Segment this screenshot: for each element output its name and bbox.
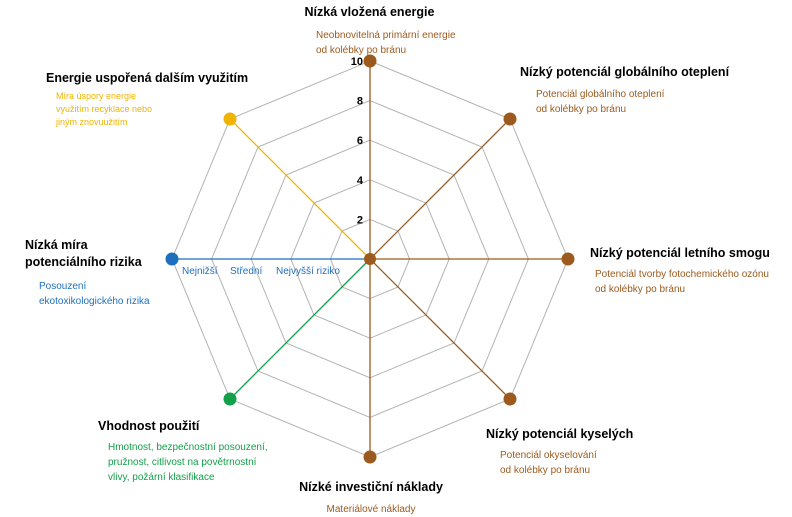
axis-description: Potenciál globálního oteplení od kolébky…	[536, 87, 729, 117]
axis-title: Nízký potenciál kyselých	[486, 427, 634, 441]
axis-description: Potenciál tvorby fotochemického ozónu od…	[595, 267, 770, 297]
axis-label-embodied-energy: Nízká vložená energie	[282, 4, 457, 21]
axis-description-line: od kolébky po bránu	[500, 465, 591, 476]
axis-marker	[363, 54, 377, 68]
axis-description-line: Neobnovitelná primární energie	[316, 30, 456, 41]
axis-description-line: od kolébky po bránu	[536, 104, 627, 115]
axis-label-energy-saved: Energie uspořená dalším využitím Míra ús…	[46, 70, 248, 129]
axis-marker	[363, 450, 377, 464]
axis-description: Posouzení ekotoxikologického rizika	[39, 279, 150, 309]
axis-description-line: Potenciál okyselování	[500, 450, 597, 461]
tick-label: 8	[357, 96, 363, 108]
axis-description-embodied-energy: Neobnovitelná primární energie od kolébk…	[316, 28, 496, 58]
axis-title: Energie uspořená dalším využitím	[46, 71, 249, 85]
axis-description-line: pružnost, citlivost na povětrnostní	[108, 457, 257, 468]
axis-label-investment-costs: Nízké investiční náklady Materiálové nák…	[286, 479, 456, 517]
spoke-line	[369, 258, 511, 400]
axis-description-line: jiným znovuužitím	[56, 117, 128, 127]
axis-description-line: Potenciál tvorby fotochemického ozónu	[595, 269, 769, 280]
axis-description-line: Materiálové náklady	[326, 504, 416, 515]
axis-description: Míra úspory energie využitím recyklace n…	[56, 90, 248, 129]
axis-description-line: využitím recyklace nebo	[56, 104, 153, 114]
axis-label-applicability: Vhodnost použití Hmotnost, bezpečnostní …	[98, 418, 268, 485]
axis-description-line: Posouzení	[39, 281, 87, 292]
radar-tick-labels: 2 4 6 8 10	[351, 56, 364, 226]
risk-scale-low: Nejnižší	[182, 266, 218, 277]
axis-title: Nízké investiční náklady	[299, 480, 443, 494]
axis-marker	[561, 252, 575, 266]
axis-description-line: vlivy, požární klasifikace	[108, 472, 215, 483]
axis-title-line: Nízká míra	[25, 238, 88, 252]
axis-label-potential-risk: Nízká míra potenciálního rizika Posouzen…	[25, 237, 150, 309]
radar-spokes	[172, 61, 568, 457]
axis-title: Nízký potenciál globálního oteplení	[520, 65, 730, 79]
axis-label-global-warming: Nízký potenciál globálního oteplení Pote…	[520, 64, 729, 117]
axis-marker	[223, 392, 237, 406]
spoke-line	[369, 118, 511, 260]
axis-description-line: Míra úspory energie	[56, 91, 137, 101]
spoke-line	[229, 118, 371, 260]
axis-description-line: od kolébky po bránu	[316, 45, 407, 56]
tick-label: 2	[357, 214, 363, 226]
axis-marker	[503, 392, 517, 406]
axis-marker	[165, 252, 179, 266]
radar-markers	[165, 54, 575, 464]
tick-label: 4	[357, 175, 364, 187]
axis-marker	[223, 112, 237, 126]
axis-title: Nízká vložená energie	[304, 5, 435, 19]
axis-description-line: Potenciál globálního oteplení	[536, 89, 665, 100]
risk-scale-high: Nejvyšší riziko	[276, 266, 340, 277]
axis-label-acidification: Nízký potenciál kyselých Potenciál okyse…	[486, 426, 633, 478]
axis-description: Potenciál okyselování od kolébky po brán…	[500, 448, 633, 478]
tick-label: 10	[351, 56, 363, 68]
center-marker	[364, 253, 376, 265]
axis-title: Nízký potenciál letního smogu	[590, 246, 770, 260]
axis-label-summer-smog: Nízký potenciál letního smogu Potenciál …	[590, 245, 770, 297]
tick-label: 6	[357, 135, 363, 147]
axis-description-line: od kolébky po bránu	[595, 284, 686, 295]
axis-description-line: Hmotnost, bezpečnostní posouzení,	[108, 442, 268, 453]
axis-marker	[503, 112, 517, 126]
risk-scale-medium: Střední	[230, 266, 263, 277]
spoke-line	[229, 258, 371, 400]
axis-description: Hmotnost, bezpečnostní posouzení, pružno…	[108, 440, 268, 485]
axis-title: Vhodnost použití	[98, 419, 200, 433]
axis-description-line: ekotoxikologického rizika	[39, 296, 150, 307]
axis-title-line: potenciálního rizika	[25, 255, 142, 269]
